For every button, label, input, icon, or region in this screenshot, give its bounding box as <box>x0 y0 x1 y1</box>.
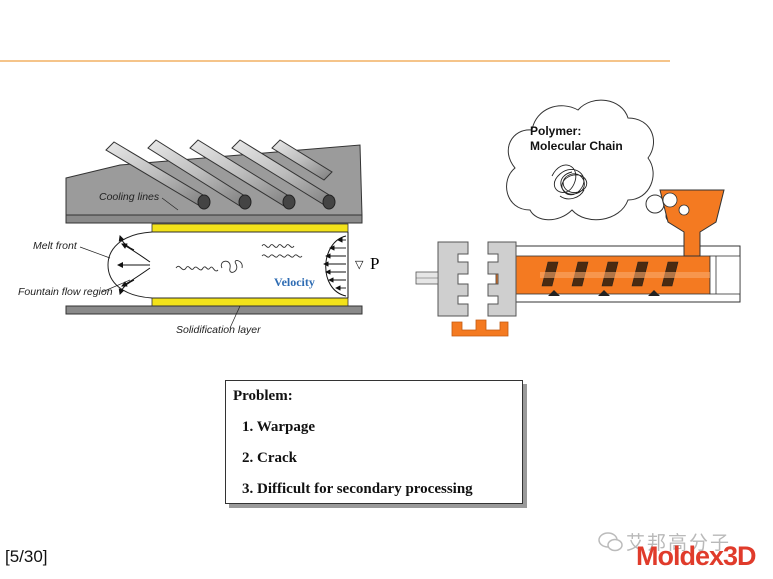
chat-bubble-icon <box>598 532 623 552</box>
velocity-arrows <box>323 237 346 291</box>
cooling-line-icon <box>105 141 211 210</box>
problem-item: 2. Crack <box>242 450 297 466</box>
molecule-chain <box>261 244 295 248</box>
cooling-line-icon <box>231 139 336 210</box>
molecule-chain <box>175 265 219 272</box>
problem-item: 1. Warpage <box>242 419 316 435</box>
problem-title: Problem: <box>233 388 293 404</box>
screw-shaft <box>540 272 710 278</box>
fountain-arrows <box>117 235 151 295</box>
mold-half-fixed <box>437 241 469 317</box>
molecule-chain <box>261 254 303 258</box>
solidification-label: Solidification layer <box>176 324 261 336</box>
pressure-marker: ▽ <box>355 259 364 271</box>
cooling-line-icon <box>271 139 333 181</box>
molecule-tangle <box>551 164 588 200</box>
polymer-title: Polymer: <box>530 124 582 138</box>
melt-front-outline <box>107 231 153 299</box>
melt-front-label: Melt front <box>33 240 77 252</box>
cooling-line-icon <box>189 139 296 210</box>
molded-part <box>451 319 509 337</box>
barrel-bore <box>709 255 741 295</box>
molecule-coil <box>220 260 243 273</box>
mold-bottom-plate <box>65 305 363 315</box>
page-number: [5/30] <box>5 547 48 566</box>
mold-top-plate <box>65 214 363 224</box>
moldex3d-logo: Moldex3D <box>636 541 757 571</box>
cooling-lines-label: Cooling lines <box>99 191 160 203</box>
velocity-label: Velocity <box>274 275 315 289</box>
pressure-label: P <box>370 254 380 273</box>
molecular-chain-label: Molecular Chain <box>530 139 623 153</box>
cooling-line-icon <box>147 139 252 210</box>
hopper-icon <box>659 189 725 257</box>
thought-bubble <box>645 194 665 214</box>
mold-half-moving <box>487 241 517 317</box>
thought-cloud-icon <box>506 99 654 221</box>
watermark-text: 艾邦高分子 <box>626 532 732 554</box>
problem-box: Problem: 1. Warpage 2. Crack 3. Difficul… <box>225 380 523 504</box>
problem-item: 3. Difficult for secondary processing <box>242 481 473 497</box>
fountain-flow-label: Fountain flow region <box>18 286 113 298</box>
header-rule <box>0 60 670 62</box>
